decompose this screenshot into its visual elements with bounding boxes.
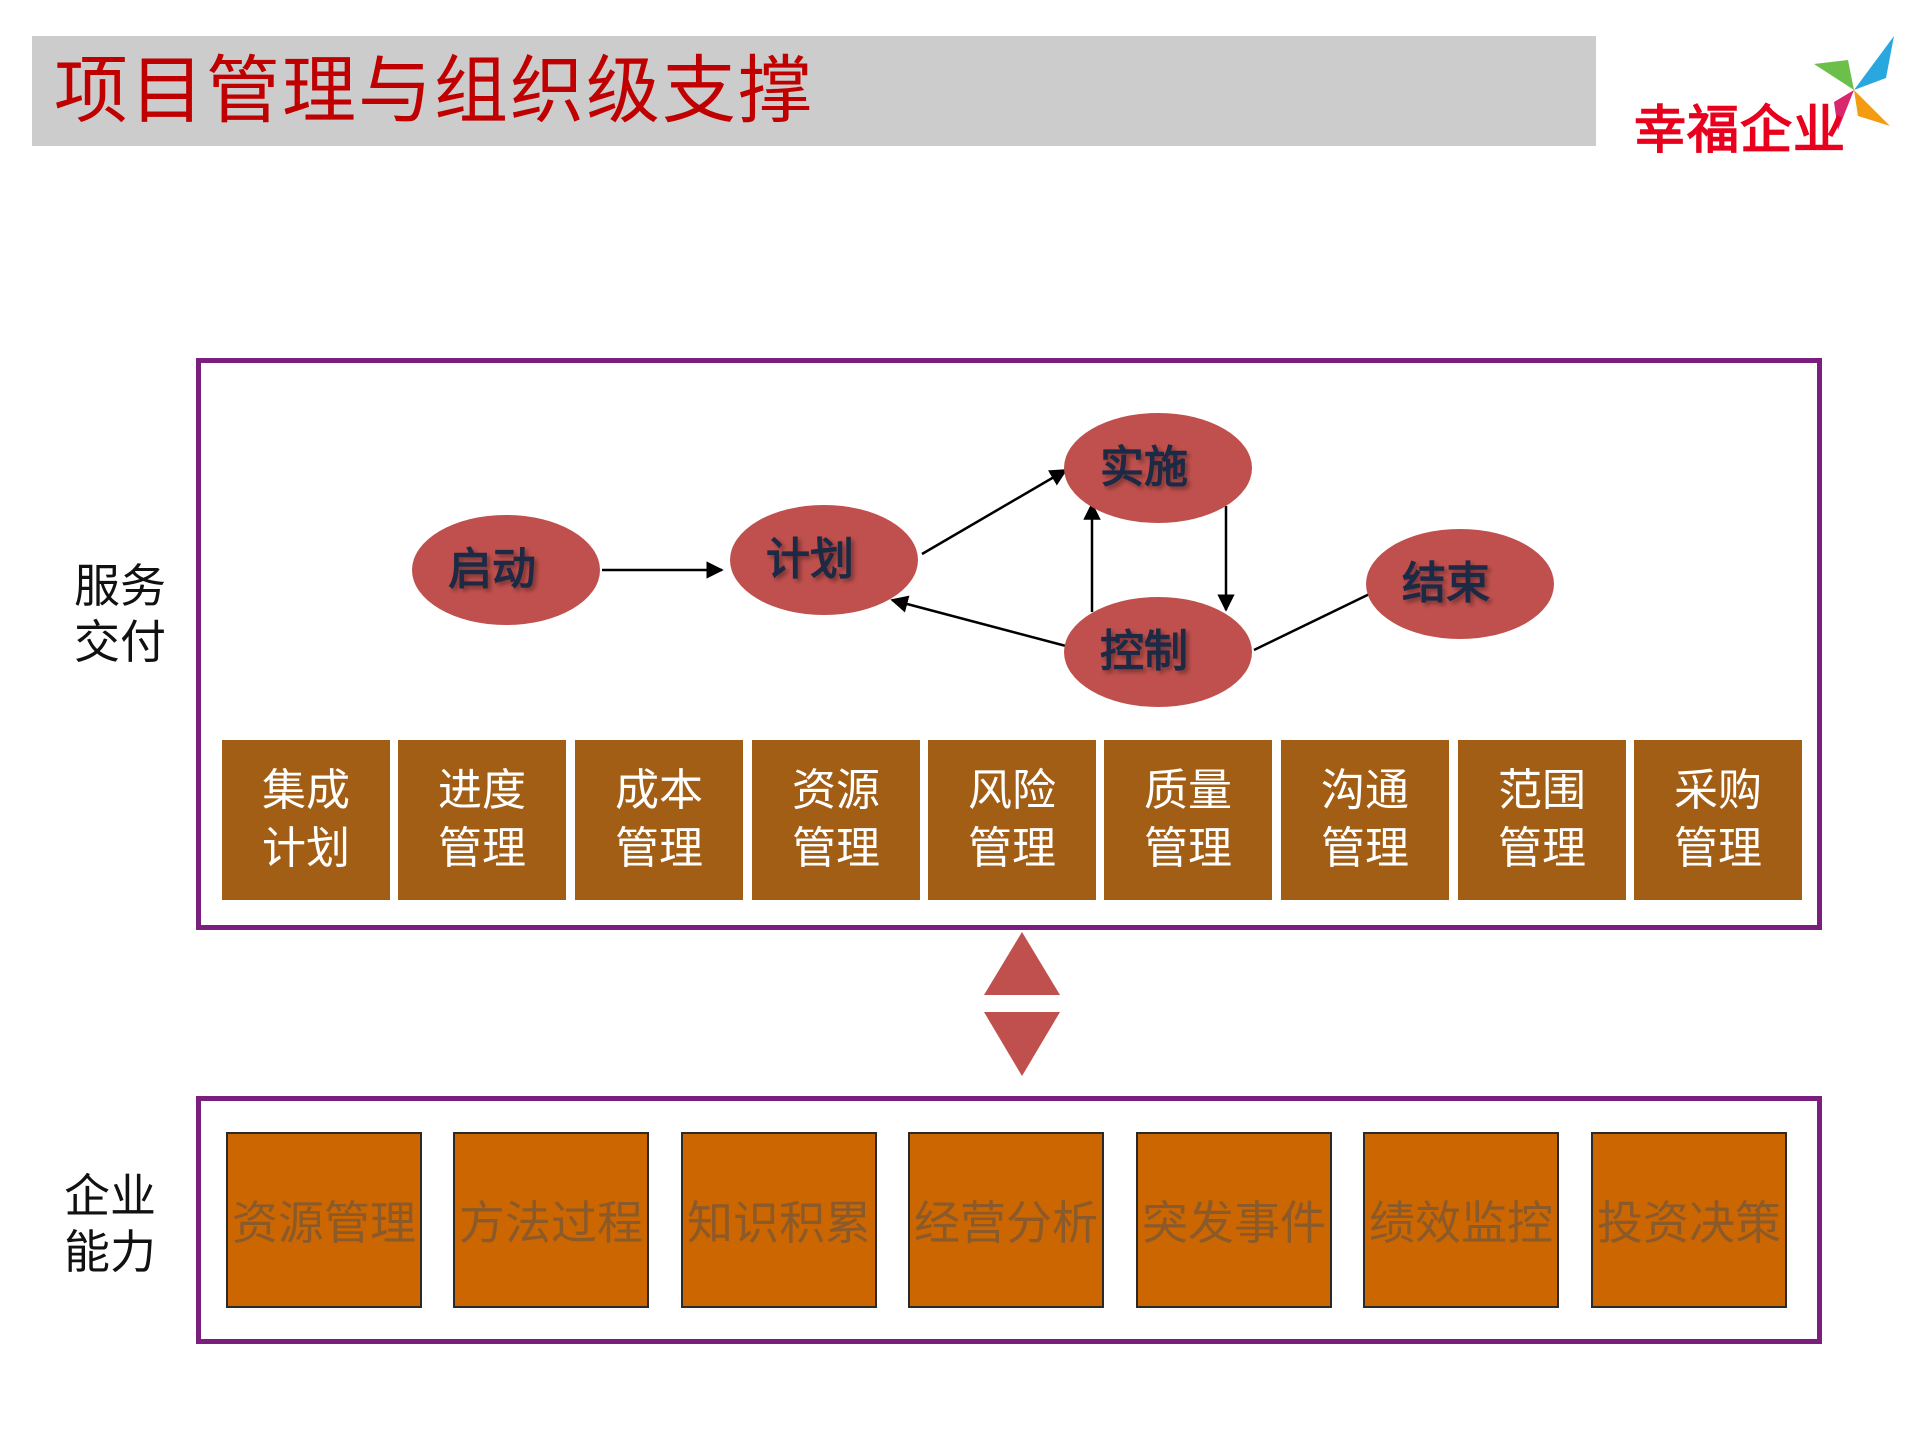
module-label: 沟通管理 <box>1321 765 1409 874</box>
module-box: 资源管理 <box>752 740 920 900</box>
module-box: 风险管理 <box>928 740 1096 900</box>
flow-node-close: 结束 <box>1366 529 1554 639</box>
capability-box: 资源管理 <box>226 1132 422 1308</box>
capability-label: 经营分析 <box>914 1196 1098 1250</box>
flow-arrow-control-to-plan <box>890 595 1067 648</box>
module-label: 资源管理 <box>792 765 880 874</box>
flow-node-shape <box>1366 529 1554 639</box>
capability-box: 经营分析 <box>908 1132 1104 1308</box>
logo: 幸福企业 <box>1624 30 1904 161</box>
service-delivery-label: 服务交付 <box>74 559 166 669</box>
module-label: 质量管理 <box>1144 765 1232 874</box>
title-bar: 项目管理与组织级支撑 <box>32 36 1596 146</box>
module-box: 范围管理 <box>1458 740 1626 900</box>
pinwheel-icon <box>1814 36 1894 130</box>
capability-label: 绩效监控 <box>1369 1196 1553 1250</box>
flow-edges <box>602 468 1388 652</box>
enterprise-capability-label: 企业能力 <box>64 1169 156 1279</box>
flow-node-control: 控制 <box>1064 597 1252 707</box>
capability-label: 投资决策 <box>1597 1196 1781 1250</box>
module-label: 风险管理 <box>968 765 1056 874</box>
module-box: 进度管理 <box>398 740 566 900</box>
module-box: 采购管理 <box>1634 740 1802 900</box>
flow-node-shape <box>1064 413 1252 523</box>
capability-box: 方法过程 <box>453 1132 649 1308</box>
enterprise-capability-frame <box>196 1096 1822 1344</box>
capability-box: 绩效监控 <box>1363 1132 1559 1308</box>
capability-label: 方法过程 <box>459 1196 643 1250</box>
service-delivery-frame <box>196 358 1822 930</box>
capability-label: 知识积累 <box>687 1196 871 1250</box>
flow-node-plan: 计划 <box>730 505 918 615</box>
module-label: 范围管理 <box>1498 765 1586 874</box>
module-label: 成本管理 <box>615 765 703 874</box>
capability-box: 投资决策 <box>1591 1132 1787 1308</box>
flow-node-shape <box>1064 597 1252 707</box>
flow-node-label: 控制 <box>1100 626 1188 677</box>
capability-label: 突发事件 <box>1142 1196 1326 1250</box>
flow-node-label: 结束 <box>1402 558 1490 609</box>
flow-node-label: 计划 <box>766 534 854 585</box>
module-box: 成本管理 <box>575 740 743 900</box>
module-label: 进度管理 <box>438 765 526 874</box>
logo-text: 幸福企业 <box>1634 101 1847 161</box>
flow-node-label: 实施 <box>1100 442 1188 493</box>
capability-box: 知识积累 <box>681 1132 877 1308</box>
flow-node-execute: 实施 <box>1064 413 1252 523</box>
flow-arrow-plan-to-execute <box>921 468 1068 556</box>
module-box: 集成计划 <box>222 740 390 900</box>
module-label: 集成计划 <box>262 765 350 874</box>
module-box: 沟通管理 <box>1281 740 1449 900</box>
module-box: 质量管理 <box>1104 740 1272 900</box>
capability-label: 资源管理 <box>232 1196 416 1250</box>
flow-node-label: 启动 <box>448 544 536 595</box>
page-title: 项目管理与组织级支撑 <box>54 48 814 134</box>
flow-node-start: 启动 <box>412 515 600 625</box>
flow-node-shape <box>412 515 600 625</box>
module-label: 采购管理 <box>1674 765 1762 874</box>
bidirectional-arrow-icon <box>984 932 1060 1076</box>
capability-box: 突发事件 <box>1136 1132 1332 1308</box>
flow-arrow-control-to-close <box>1253 584 1388 652</box>
flow-node-shape <box>730 505 918 615</box>
